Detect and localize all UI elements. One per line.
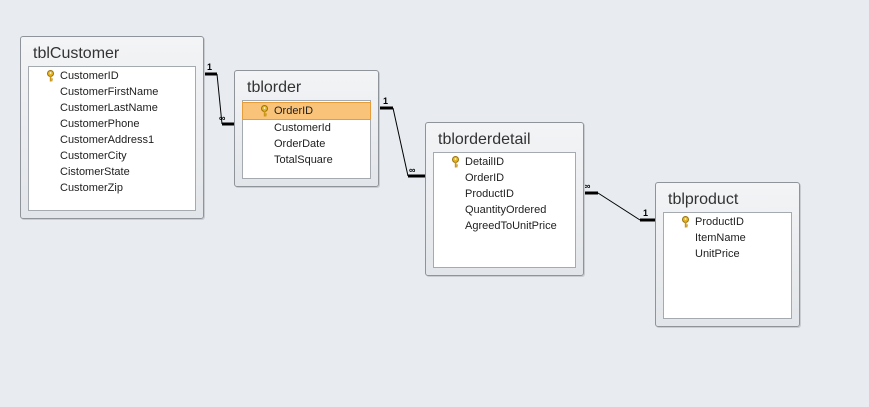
field-label: OrderDate — [274, 138, 326, 150]
field-list[interactable]: DetailID OrderID ProductID QuantityOrder… — [433, 152, 576, 268]
primary-key-icon — [682, 216, 689, 228]
field-item[interactable]: UnitPrice — [664, 246, 791, 262]
primary-key-icon — [47, 70, 54, 82]
relationship-customer-order[interactable]: 1 ∞ — [203, 62, 234, 126]
field-item[interactable]: TotalSquare — [243, 152, 370, 168]
relationship-order-orderdetail[interactable]: 1 ∞ — [378, 96, 425, 178]
table-title[interactable]: tblorderdetail — [438, 131, 531, 148]
field-item[interactable]: CustomerCity — [29, 148, 195, 164]
field-item[interactable]: CustomerFirstName — [29, 84, 195, 100]
field-item[interactable]: CustomerZip — [29, 180, 195, 196]
field-label: ItemName — [695, 232, 746, 244]
cardinality-many-label: ∞ — [219, 113, 226, 123]
field-item[interactable]: AgreedToUnitPrice — [434, 218, 575, 234]
primary-key-icon — [452, 156, 459, 168]
table-tblorder[interactable]: tblorder OrderID CustomerId OrderDate To… — [234, 70, 379, 187]
field-item[interactable]: CustomerAddress1 — [29, 132, 195, 148]
primary-key-icon — [261, 105, 268, 117]
field-list[interactable]: ProductID ItemName UnitPrice — [663, 212, 792, 319]
field-label: ProductID — [465, 188, 514, 200]
field-list[interactable]: CustomerID CustomerFirstName CustomerLas… — [28, 66, 196, 211]
field-item[interactable]: CistomerState — [29, 164, 195, 180]
table-tblproduct[interactable]: tblproduct ProductID ItemName UnitPrice — [655, 182, 800, 327]
field-item[interactable]: ItemName — [664, 230, 791, 246]
field-item[interactable]: CustomerPhone — [29, 116, 195, 132]
field-item[interactable]: ProductID — [434, 186, 575, 202]
field-label: CustomerID — [60, 70, 119, 82]
field-label: AgreedToUnitPrice — [465, 220, 557, 232]
field-item[interactable]: OrderDate — [243, 136, 370, 152]
field-label: TotalSquare — [274, 154, 333, 166]
field-item-customerid[interactable]: CustomerID — [29, 68, 195, 84]
table-title[interactable]: tblorder — [247, 79, 302, 96]
field-item[interactable]: OrderID — [434, 170, 575, 186]
relationship-orderdetail-product[interactable]: ∞ 1 — [583, 181, 655, 222]
field-label: CustomerLastName — [60, 102, 158, 114]
cardinality-one-label: 1 — [383, 96, 388, 106]
cardinality-one-label: 1 — [207, 62, 212, 72]
table-tblorderdetail[interactable]: tblorderdetail DetailID OrderID ProductI… — [425, 122, 584, 276]
field-label: ProductID — [695, 216, 744, 228]
field-label: UnitPrice — [695, 248, 740, 260]
cardinality-one-label: 1 — [643, 208, 648, 218]
field-label: CustomerZip — [60, 182, 123, 194]
field-label: QuantityOrdered — [465, 204, 547, 216]
field-item-orderid-selected[interactable]: OrderID — [242, 102, 371, 120]
field-item[interactable]: CustomerId — [243, 120, 370, 136]
field-label: CustomerAddress1 — [60, 134, 155, 146]
table-tblcustomer[interactable]: tblCustomer CustomerID CustomerFirstName… — [20, 36, 204, 219]
field-label: OrderID — [465, 172, 505, 184]
field-label: CustomerFirstName — [60, 86, 159, 98]
field-label: CistomerState — [60, 166, 130, 178]
field-label: CustomerCity — [60, 150, 127, 162]
cardinality-many-label: ∞ — [584, 181, 591, 191]
field-label: OrderID — [274, 105, 314, 117]
field-list[interactable]: OrderID CustomerId OrderDate TotalSquare — [242, 100, 371, 179]
field-item[interactable]: CustomerLastName — [29, 100, 195, 116]
field-label: CustomerId — [274, 122, 331, 134]
field-label: DetailID — [465, 156, 505, 168]
field-item-detailid[interactable]: DetailID — [434, 154, 575, 170]
field-label: CustomerPhone — [60, 118, 140, 130]
field-item[interactable]: QuantityOrdered — [434, 202, 575, 218]
table-title[interactable]: tblCustomer — [33, 45, 120, 62]
field-item-productid[interactable]: ProductID — [664, 214, 791, 230]
table-title[interactable]: tblproduct — [668, 191, 739, 208]
cardinality-many-label: ∞ — [409, 165, 416, 175]
